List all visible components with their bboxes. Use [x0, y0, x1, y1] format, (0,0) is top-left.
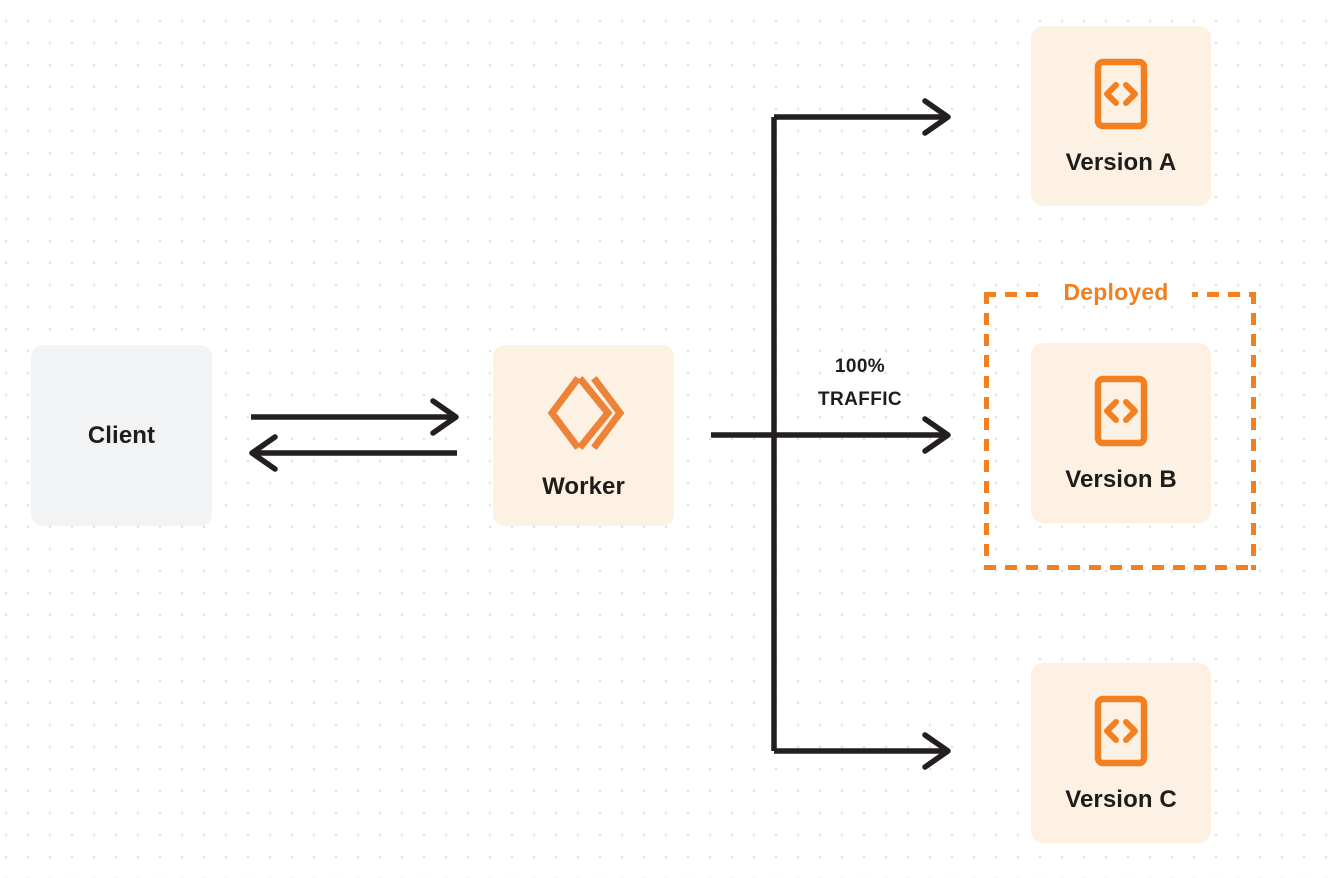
traffic-percentage-label: 100% TRAFFIC	[790, 350, 930, 416]
node-version-c[interactable]: Version C	[1031, 663, 1211, 843]
node-version-c-label: Version C	[1065, 786, 1177, 813]
code-file-icon	[1093, 57, 1149, 131]
node-client[interactable]: Client	[31, 345, 212, 526]
node-version-b-label: Version B	[1065, 466, 1177, 493]
code-file-icon	[1093, 694, 1149, 768]
arrow-worker-to-version-a	[774, 98, 951, 136]
node-version-a-label: Version A	[1065, 149, 1177, 176]
code-file-icon	[1093, 374, 1149, 448]
arrow-client-to-worker	[251, 398, 459, 436]
cloudflare-workers-logo-icon	[542, 373, 626, 453]
node-client-label: Client	[87, 421, 156, 449]
node-worker-label: Worker	[542, 472, 625, 500]
traffic-unit-label: TRAFFIC	[817, 389, 903, 410]
arrow-worker-to-version-c	[774, 732, 951, 770]
node-worker[interactable]: Worker	[493, 345, 674, 526]
node-version-a[interactable]: Version A	[1031, 26, 1211, 206]
arrow-worker-to-version-b	[711, 416, 951, 454]
node-version-b[interactable]: Version B	[1031, 343, 1211, 523]
traffic-percent-value: 100%	[834, 356, 886, 377]
arrow-worker-to-client	[249, 434, 457, 472]
